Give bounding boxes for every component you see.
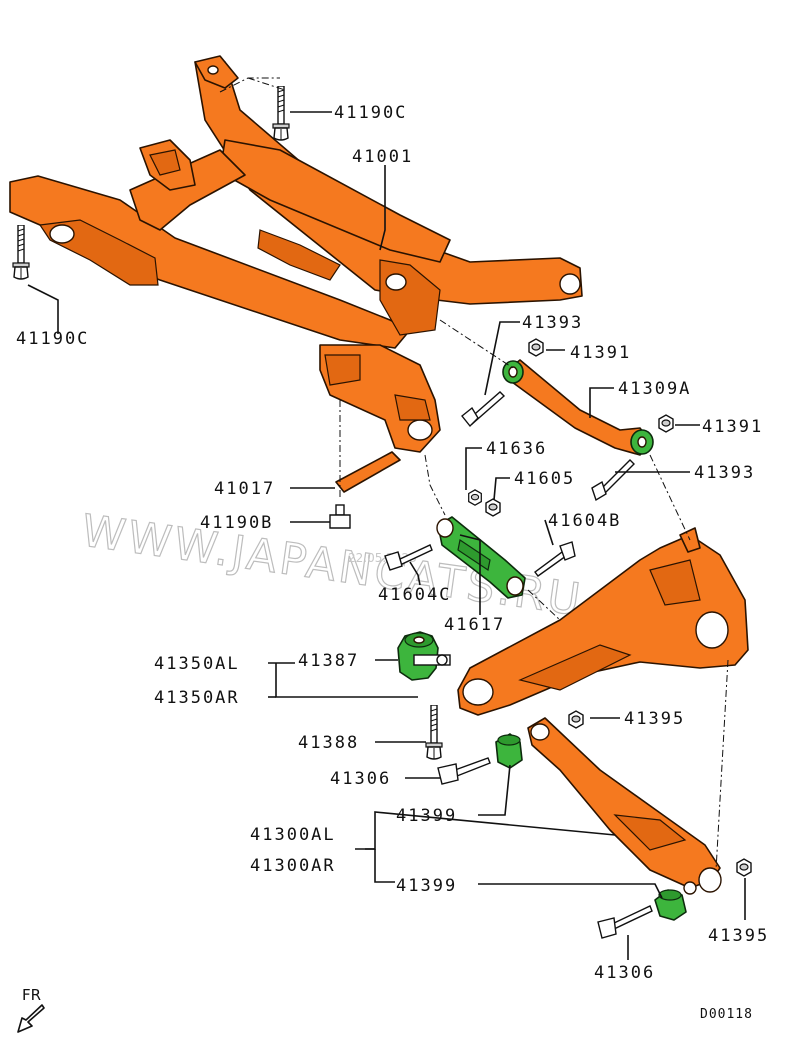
label-41350al: 41350AL	[154, 654, 240, 674]
bolt-41393-right	[591, 459, 635, 502]
label-41399-bottom: 41399	[396, 876, 457, 896]
label-41605: 41605	[514, 469, 575, 489]
nut-41636	[468, 489, 482, 506]
nut-41391-top	[528, 338, 544, 357]
label-41393-right: 41393	[694, 463, 755, 483]
bolt-41190b	[329, 504, 351, 529]
plate-41017	[335, 451, 401, 493]
nut-41605	[485, 498, 501, 517]
bolt-41190c-top	[272, 86, 290, 141]
bolt-41190c-left	[12, 225, 30, 280]
fr-label: FR	[22, 986, 41, 1004]
label-41309a: 41309A	[618, 379, 691, 399]
label-41306-left: 41306	[330, 769, 391, 789]
front-direction-indicator: FR	[17, 986, 45, 1033]
bolt-41604b	[534, 541, 576, 577]
part-labels: 41190C 41001 41190C 41393 41391 41309A 4…	[16, 103, 769, 983]
label-41395-bottom: 41395	[708, 926, 769, 946]
label-41636: 41636	[486, 439, 547, 459]
bolt-41306-bottom	[597, 905, 653, 939]
label-41617: 41617	[444, 615, 505, 635]
label-41388: 41388	[298, 733, 359, 753]
bolt-41604c	[384, 544, 433, 571]
bolt-41306-left	[437, 757, 491, 785]
label-41391-top: 41391	[570, 343, 631, 363]
label-41300al: 41300AL	[250, 825, 336, 845]
label-41395-top: 41395	[624, 709, 685, 729]
lower-arm-41300	[527, 717, 722, 895]
nut-41391-right	[658, 414, 674, 433]
assembly-lines	[219, 77, 729, 871]
crossmember-41001	[9, 55, 583, 453]
label-41350ar: 41350AR	[154, 688, 240, 708]
label-41001: 41001	[352, 147, 413, 167]
bushing-41387	[397, 631, 451, 681]
label-41300ar: 41300AR	[250, 856, 336, 876]
leader-lines	[27, 111, 746, 960]
trailing-arm-41350	[457, 527, 749, 716]
label-41604c: 41604C	[378, 585, 451, 605]
bolt-41393-top	[461, 391, 506, 428]
upper-arm-41309a	[502, 359, 654, 456]
label-41190b: 41190B	[200, 513, 273, 533]
bushing-41399-top	[495, 733, 523, 769]
label-41391-right: 41391	[702, 417, 763, 437]
bushing-41399-bottom	[654, 889, 687, 921]
label-41604b: 41604B	[548, 511, 621, 531]
label-41017: 41017	[214, 479, 275, 499]
label-41190c-left: 41190C	[16, 329, 89, 349]
label-41399-top: 41399	[396, 806, 457, 826]
front-arrow-icon	[17, 1004, 45, 1033]
link-41617	[436, 516, 526, 599]
label-41387: 41387	[298, 651, 359, 671]
label-41306-bottom: 41306	[594, 963, 655, 983]
diagram-code: D00118	[700, 1007, 753, 1022]
nut-41395-bottom	[736, 858, 752, 877]
label-41393-top: 41393	[522, 313, 583, 333]
bolt-41388	[425, 705, 443, 760]
nut-41395-top	[568, 710, 584, 729]
label-41190c-top: 41190C	[334, 103, 407, 123]
